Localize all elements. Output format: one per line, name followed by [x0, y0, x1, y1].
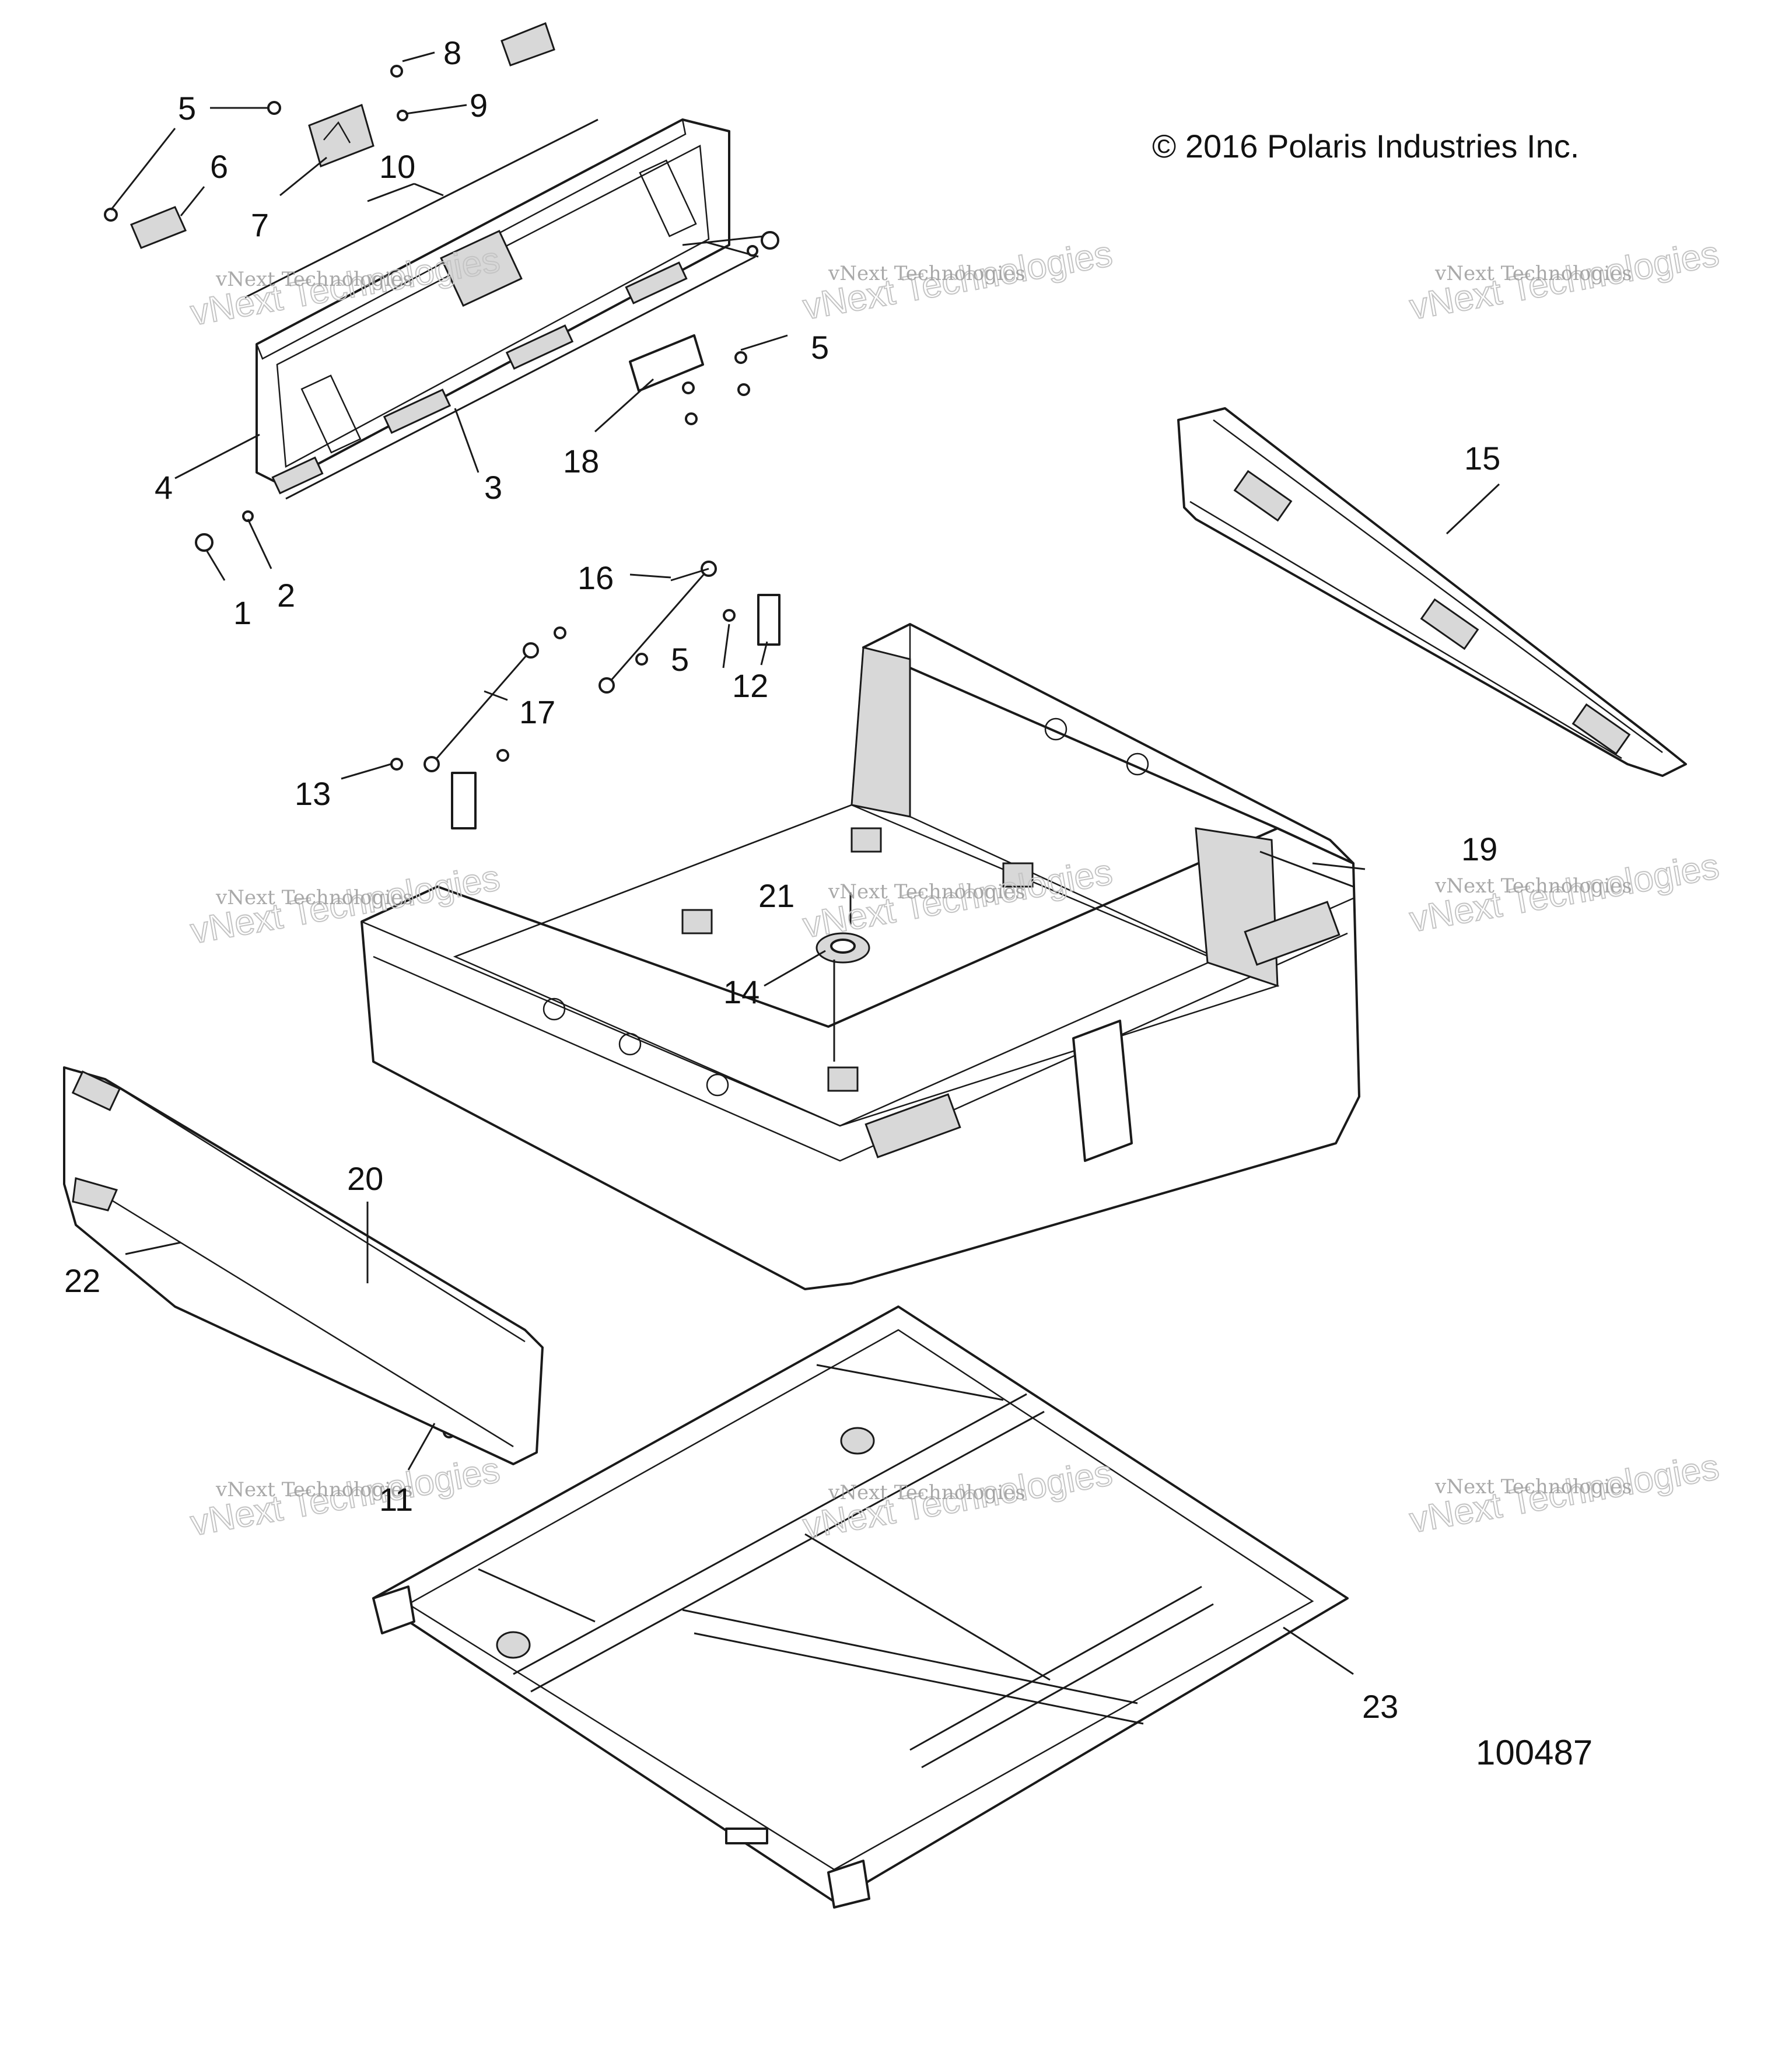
drawing-number: 100487	[1476, 1733, 1592, 1772]
callout-labels: 5 6 7 8 9 10 5 4 3 18 1 2 16 5 12 17 13 …	[64, 34, 1500, 1725]
drain-plug-14	[816, 932, 870, 964]
callout-15: 15	[1464, 440, 1500, 477]
svg-text:vNext Technologies: vNext Technologies	[1434, 874, 1632, 898]
callout-5-right: 5	[811, 329, 829, 366]
svg-text:vNext Technologies: vNext Technologies	[1434, 1475, 1632, 1499]
callout-13: 13	[295, 775, 331, 812]
callout-12: 12	[732, 667, 768, 704]
callout-6: 6	[210, 148, 228, 185]
latch-bracket-lower	[451, 772, 477, 829]
support-cable-16	[598, 561, 717, 694]
plate-18	[629, 334, 704, 392]
callout-7: 7	[251, 206, 269, 243]
callout-11: 11	[379, 1481, 413, 1518]
callout-16: 16	[578, 559, 614, 596]
tailgate-panel	[256, 118, 730, 495]
callout-4: 4	[155, 469, 173, 506]
latch-plate-6	[130, 206, 187, 249]
rod-3	[285, 255, 756, 500]
callout-18: 18	[563, 443, 599, 479]
leader-lines	[110, 51, 1500, 1675]
latch-bracket-12	[757, 594, 780, 646]
svg-text:vNext Technologies: vNext Technologies	[828, 1481, 1026, 1504]
cable-10	[244, 118, 598, 299]
callout-17: 17	[519, 694, 555, 730]
latch-plate-top	[501, 22, 555, 66]
side-panel-22	[63, 1066, 544, 1465]
copyright-notice: © 2016 Polaris Industries Inc.	[1152, 128, 1579, 164]
support-cable-17	[424, 642, 539, 772]
callout-19: 19	[1461, 831, 1497, 867]
callout-10: 10	[379, 148, 415, 185]
svg-text:vNext Technologies: vNext Technologies	[215, 268, 413, 291]
svg-text:vNext Technologies: vNext Technologies	[215, 1478, 413, 1501]
callout-2: 2	[277, 577, 295, 614]
latch-plate-7	[308, 104, 374, 167]
callout-1: 1	[233, 594, 251, 631]
side-panel-15	[1177, 407, 1687, 777]
svg-text:vNext Technologies: vNext Technologies	[828, 880, 1026, 904]
callout-3: 3	[484, 469, 502, 506]
callout-20: 20	[347, 1160, 383, 1197]
callout-22: 22	[64, 1262, 100, 1299]
callout-21: 21	[758, 877, 794, 914]
callout-9: 9	[470, 87, 488, 124]
svg-text:vNext Technologies: vNext Technologies	[828, 262, 1026, 285]
callout-23: 23	[1362, 1688, 1398, 1725]
svg-text:vNext Technologies: vNext Technologies	[215, 886, 413, 909]
svg-text:vNext Technologies: vNext Technologies	[1434, 262, 1632, 285]
callout-5-top: 5	[178, 90, 196, 127]
callout-5-mid: 5	[671, 641, 689, 678]
frame-23	[372, 1305, 1349, 1909]
cargo-box-19	[360, 623, 1360, 1290]
callout-8: 8	[443, 34, 461, 71]
callout-14: 14	[723, 974, 760, 1010]
